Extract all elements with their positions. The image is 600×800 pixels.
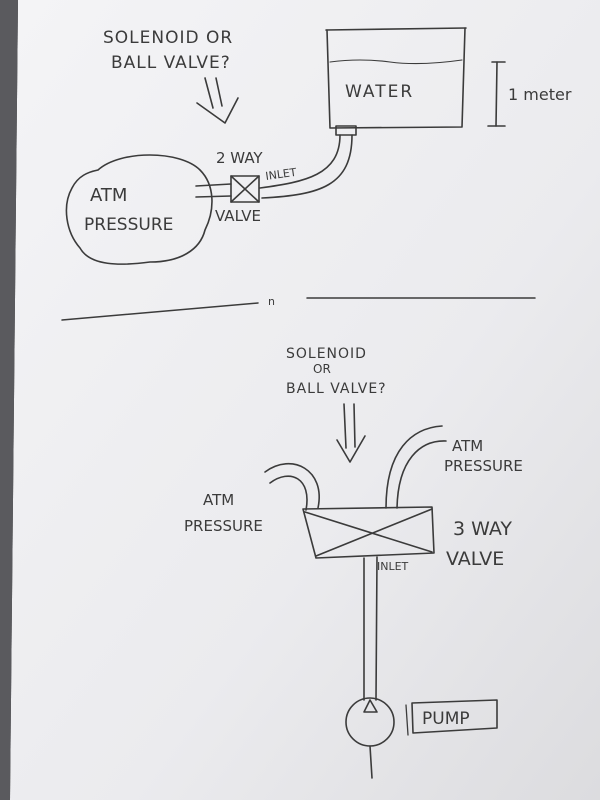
- bottom-inlet-pipe: [363, 556, 378, 701]
- atm-left-line1: ATM: [203, 491, 234, 509]
- pump-label-box: [411, 699, 498, 734]
- water-label: WATER: [345, 82, 414, 102]
- paper-sheet: [10, 0, 600, 800]
- atm-pressure-cloud: [65, 154, 213, 265]
- atm-left-line2: PRESSURE: [184, 517, 263, 535]
- bottom-down-arrow: [336, 403, 366, 463]
- top-valve-label-top: 2 WAY: [216, 149, 263, 167]
- water-tank: [325, 27, 467, 129]
- pump: [345, 697, 395, 779]
- left-atm-pipe: [264, 462, 320, 511]
- three-way-label-line1: 3 WAY: [453, 518, 512, 540]
- atm-right-line1: ATM: [452, 437, 483, 455]
- three-way-label-line2: VALVE: [446, 548, 504, 570]
- three-way-valve: [302, 506, 435, 559]
- pump-label: PUMP: [422, 709, 470, 729]
- divider-left: [61, 302, 259, 321]
- height-label: 1 meter: [508, 85, 572, 104]
- right-atm-pipe: [385, 425, 447, 509]
- divider-mark: n: [268, 295, 275, 308]
- top-atm-pipe: [195, 183, 232, 198]
- paper-edge-shadow: [0, 0, 18, 800]
- tank-outlet-fitting: [335, 125, 357, 136]
- top-down-arrow: [196, 77, 239, 124]
- bottom-inlet-label: INLET: [377, 560, 409, 573]
- bottom-question-line3: BALL VALVE?: [286, 381, 387, 397]
- bottom-question-line1: SOLENOID: [286, 346, 367, 362]
- top-atm-label-line2: PRESSURE: [84, 215, 173, 235]
- atm-right-line2: PRESSURE: [444, 457, 523, 475]
- top-inlet-label: INLET: [265, 166, 298, 183]
- top-inlet-pipe: [259, 134, 353, 199]
- bottom-question-line2: OR: [313, 362, 331, 376]
- top-valve-label-bottom: VALVE: [215, 207, 261, 225]
- top-atm-label-line1: ATM: [90, 185, 127, 206]
- top-question-line2: BALL VALVE?: [111, 53, 231, 73]
- height-dimension: [487, 61, 506, 127]
- top-question-line1: SOLENOID OR: [103, 28, 233, 48]
- two-way-valve: [230, 175, 260, 203]
